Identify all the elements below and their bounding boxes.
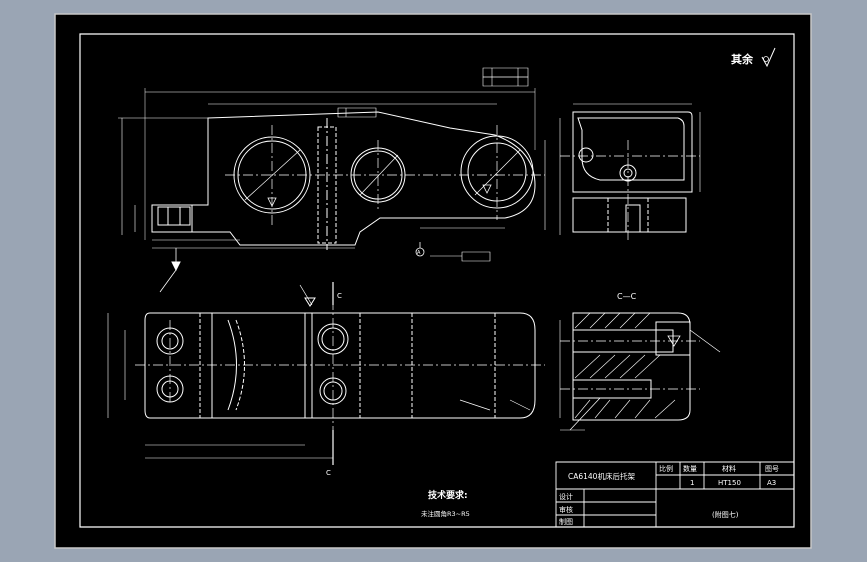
bore-circle-right: [461, 136, 533, 208]
svg-text:其余: 其余: [731, 52, 754, 66]
title-unit: (附图七): [712, 510, 739, 519]
title-sheet-value: A3: [767, 479, 776, 487]
side-view: [560, 104, 700, 240]
top-view: [108, 282, 545, 465]
title-qty-value: 1: [690, 479, 694, 487]
title-material-header: 材料: [722, 464, 736, 473]
tech-req-title: 技术要求:: [428, 489, 468, 501]
title-qty-header: 数量: [683, 464, 697, 473]
title-part-name: CA6140机床后托架: [568, 471, 635, 481]
title-block: [556, 462, 794, 527]
front-view: [118, 68, 545, 292]
section-label: C—C: [617, 292, 637, 301]
title-scale-header: 比例: [659, 464, 673, 473]
section-cc-view: [560, 313, 720, 430]
drawing-sheet: [55, 14, 811, 548]
datum-a-label: A: [417, 250, 421, 256]
title-design-label: 设计: [559, 492, 573, 501]
front-view-outline: [152, 112, 535, 245]
tech-req-line1: 未注圆角R3~R5: [421, 509, 470, 518]
title-material-value: HT150: [718, 479, 741, 487]
drawing-frame: [80, 34, 794, 527]
roughness-note: 其余: [731, 48, 775, 66]
cut-label-top: C: [337, 292, 342, 300]
title-drawingno-header: 图号: [765, 465, 779, 473]
title-drawn-label: 制图: [559, 517, 573, 526]
title-check-label: 审核: [559, 505, 573, 514]
cut-label-bottom: C: [326, 469, 331, 477]
